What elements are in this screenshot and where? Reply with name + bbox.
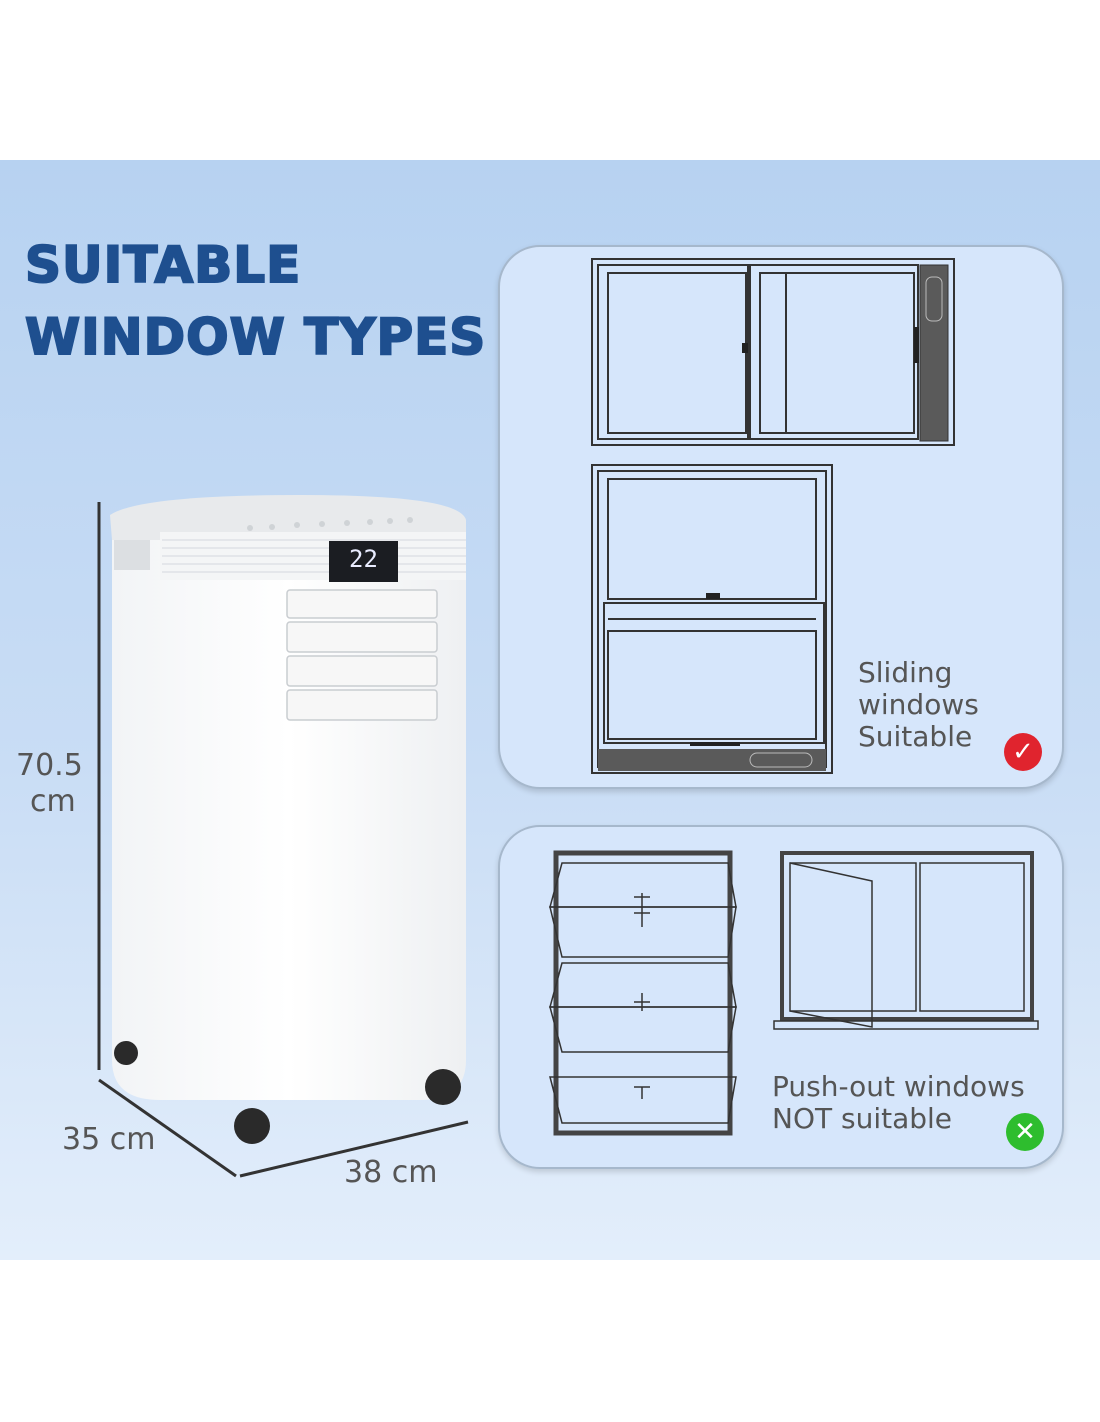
check-icon: ✓ — [1004, 733, 1042, 771]
title-line-1: SUITABLE — [24, 235, 302, 295]
suitable-line-2: windows — [858, 688, 979, 721]
suitable-windows-panel: Sliding windows Suitable ✓ — [498, 245, 1064, 789]
unsuitable-windows-panel: Push-out windows NOT suitable ✕ — [498, 825, 1064, 1169]
height-value: 70.5 — [16, 748, 83, 783]
display-value: 22 — [349, 545, 378, 573]
suitable-line-3: Suitable — [858, 720, 973, 753]
display-panel — [329, 541, 398, 582]
depth-label: 35 cm — [62, 1122, 156, 1157]
sliding-windows-diagram — [591, 258, 955, 774]
suitable-line-1: Sliding — [858, 656, 953, 689]
unsuitable-line-2: NOT suitable — [772, 1102, 953, 1135]
title-line-2: WINDOW TYPES — [24, 307, 487, 367]
push-out-windows-diagram — [549, 850, 1039, 1136]
width-label: 38 cm — [344, 1155, 438, 1190]
height-unit: cm — [30, 784, 76, 819]
unsuitable-line-1: Push-out windows — [772, 1070, 1025, 1103]
cross-icon: ✕ — [1006, 1113, 1044, 1151]
